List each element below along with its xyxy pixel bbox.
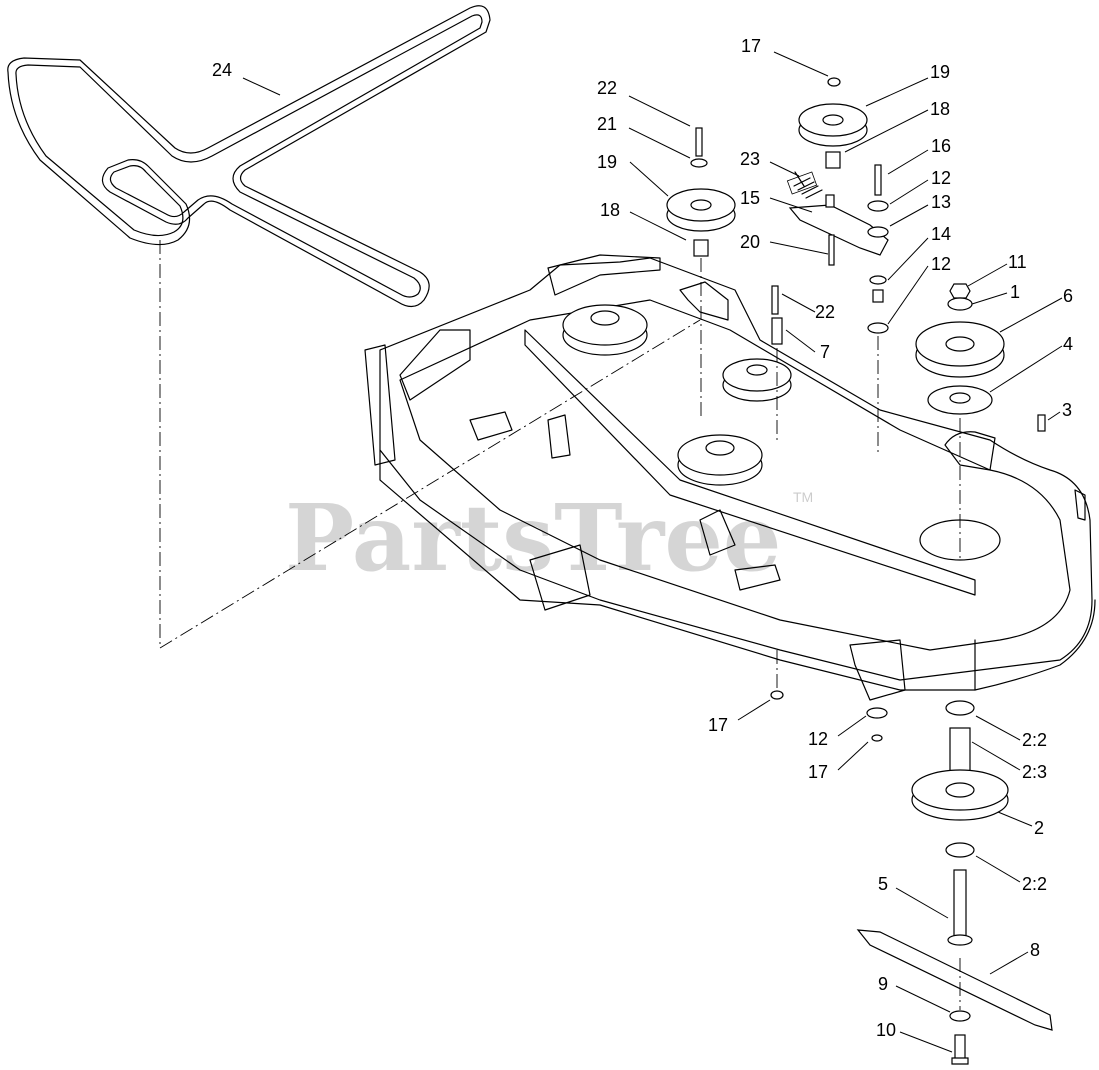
callout-10[interactable]: 10 (876, 1020, 896, 1040)
callout-17[interactable]: 17 (708, 715, 728, 735)
callout-5[interactable]: 5 (878, 874, 888, 894)
watermark-text: PartsTree (285, 484, 781, 592)
idler-stack-right[interactable] (798, 77, 868, 169)
callout-16[interactable]: 16 (931, 136, 951, 156)
callout-15[interactable]: 15 (740, 188, 760, 208)
callout-19[interactable]: 19 (597, 152, 617, 172)
idler-stack-left[interactable] (666, 127, 736, 257)
callout-8[interactable]: 8 (1030, 940, 1040, 960)
callout-23[interactable]: 23 (740, 149, 760, 169)
callout-18[interactable]: 18 (930, 99, 950, 119)
callout-12[interactable]: 12 (931, 168, 951, 188)
idler-arm-15[interactable] (788, 194, 889, 256)
washer-12-lower[interactable] (866, 707, 888, 742)
callout-22[interactable]: 22 (815, 302, 835, 322)
callout-2-2[interactable]: 2:2 (1022, 730, 1047, 750)
spring-23[interactable] (786, 171, 823, 199)
spindle-pulley-group[interactable] (915, 283, 1046, 432)
callout-13[interactable]: 13 (931, 192, 951, 212)
bolt-16[interactable] (874, 164, 882, 196)
callout-11[interactable]: 11 (1008, 252, 1027, 272)
callout-12[interactable]: 12 (931, 254, 951, 274)
washer-stack-12-13-14[interactable] (867, 200, 889, 334)
callout-21[interactable]: 21 (597, 114, 617, 134)
callout-4[interactable]: 4 (1063, 334, 1073, 354)
washer-9[interactable] (949, 1010, 971, 1022)
callout-14[interactable]: 14 (931, 224, 951, 244)
callout-2-2[interactable]: 2:2 (1022, 874, 1047, 894)
callout-20[interactable]: 20 (740, 232, 760, 252)
callout-19[interactable]: 19 (930, 62, 950, 82)
callout-12[interactable]: 12 (808, 729, 828, 749)
spindle-assembly[interactable] (911, 700, 1009, 946)
callout-3[interactable]: 3 (1062, 400, 1072, 420)
blade-8[interactable] (856, 929, 1053, 1031)
callout-17[interactable]: 17 (741, 36, 761, 56)
nut-17-lower[interactable] (770, 690, 784, 700)
callout-2[interactable]: 2 (1034, 818, 1044, 838)
callout-9[interactable]: 9 (878, 974, 888, 994)
callout-22[interactable]: 22 (597, 78, 617, 98)
drive-belt[interactable] (7, 5, 491, 308)
bolt-10[interactable] (951, 1034, 969, 1065)
mower-deck[interactable] (364, 254, 1096, 701)
callout-7[interactable]: 7 (820, 342, 830, 362)
leader-lines (242, 51, 1063, 1053)
callout-17[interactable]: 17 (808, 762, 828, 782)
callouts: 24 17 19 22 21 18 23 16 19 12 15 13 18 2… (212, 36, 1073, 1040)
idler-pulley-deck[interactable] (722, 358, 792, 402)
bolt-22-deck[interactable] (771, 285, 783, 345)
callout-24[interactable]: 24 (212, 60, 232, 80)
callout-18[interactable]: 18 (600, 200, 620, 220)
callout-1[interactable]: 1 (1010, 282, 1020, 302)
deck-pulley-left[interactable] (562, 304, 648, 356)
deck-pulley-center[interactable] (677, 434, 763, 486)
bolt-20[interactable] (828, 234, 835, 266)
watermark-trademark: TM (793, 489, 813, 505)
callout-6[interactable]: 6 (1063, 286, 1073, 306)
callout-2-3[interactable]: 2:3 (1022, 762, 1047, 782)
